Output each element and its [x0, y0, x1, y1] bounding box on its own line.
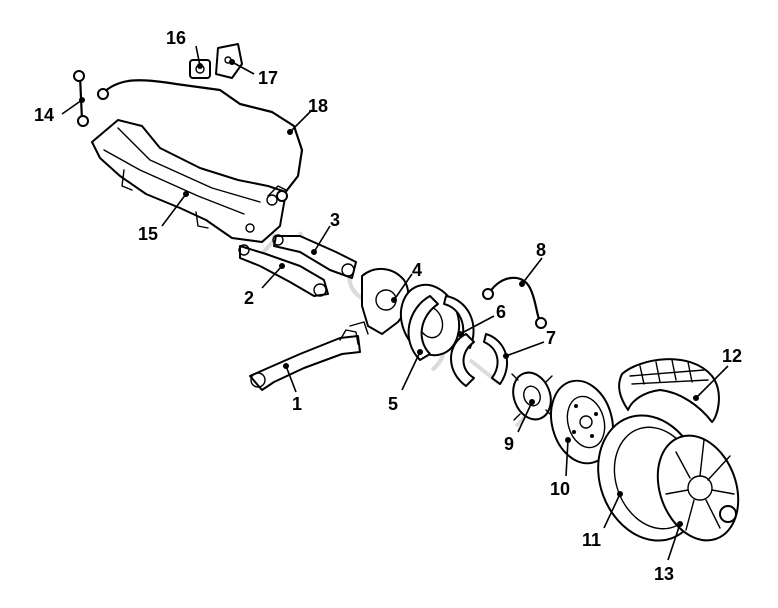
callout-labels: 1 2 3 4 5 6 7 8 9 10 11 12 13 14 15 16 1… [34, 28, 742, 584]
callout-11: 11 [582, 530, 601, 550]
brake-shoe-set [450, 333, 509, 387]
subframe-crossmember [91, 119, 287, 243]
upper-control-arm [272, 234, 357, 279]
callout-6: 6 [496, 302, 506, 322]
brake-drum [550, 379, 614, 465]
stabilizer-bracket [215, 43, 243, 79]
callout-9: 9 [504, 434, 514, 454]
callout-3: 3 [330, 210, 340, 230]
tire [618, 358, 720, 423]
callout-16: 16 [166, 28, 186, 48]
callout-5: 5 [388, 394, 398, 414]
trailing-arm [249, 329, 361, 391]
callout-8: 8 [536, 240, 546, 260]
callout-13: 13 [654, 564, 674, 584]
stabilizer-bar [97, 79, 304, 202]
callout-17: 17 [258, 68, 278, 88]
callout-4: 4 [412, 260, 422, 280]
hub-bearing [511, 371, 553, 421]
callout-10: 10 [550, 479, 570, 499]
brake-hose [482, 276, 547, 329]
lower-control-arm [238, 244, 329, 297]
callout-18: 18 [308, 96, 328, 116]
callout-14: 14 [34, 105, 54, 125]
callout-2: 2 [244, 288, 254, 308]
callout-15: 15 [138, 224, 158, 244]
callout-7: 7 [546, 328, 556, 348]
wheel-cover [656, 434, 740, 542]
callout-1: 1 [292, 394, 302, 414]
leader-lines [61, 45, 729, 561]
callout-12: 12 [722, 346, 742, 366]
steering-knuckle [349, 268, 410, 335]
